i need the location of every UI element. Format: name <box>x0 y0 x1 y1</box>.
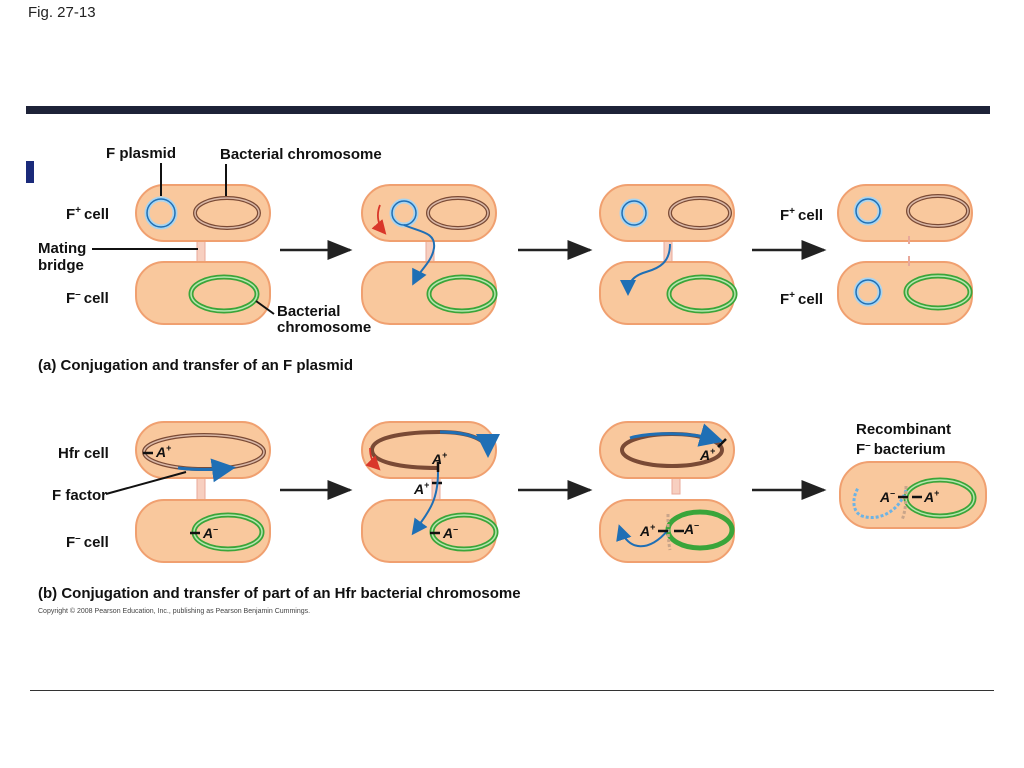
a-step4 <box>837 184 973 325</box>
label-recombinant-2: F–bacterium <box>856 440 945 458</box>
label-f-factor: F factor <box>52 487 107 504</box>
label-bacterial-chromosome-bottom-2: chromosome <box>277 319 371 336</box>
copyright-text: Copyright © 2008 Pearson Education, Inc.… <box>38 608 311 615</box>
a-step1 <box>135 184 271 325</box>
label-f-minus-cell: F–cell <box>66 289 109 307</box>
b-step3 <box>599 421 735 563</box>
gene-a-minus-1: A– <box>202 524 218 541</box>
a-step3 <box>599 184 738 325</box>
label-hfr-cell: Hfr cell <box>58 445 109 462</box>
label-f-minus-cell-b: F–cell <box>66 533 109 551</box>
b-step2 <box>361 421 500 563</box>
gene-a-plus-1: A+ <box>155 443 171 460</box>
gene-a-minus-4: A– <box>879 488 895 505</box>
gene-a-minus-2: A– <box>442 524 458 541</box>
label-recombinant-1: Recombinant <box>856 421 951 438</box>
b-step1 <box>135 421 271 563</box>
label-result-top: F+cell <box>780 206 823 224</box>
gene-a-plus-2a: A+ <box>431 450 447 467</box>
gene-a-plus-3b: A+ <box>639 522 655 539</box>
caption-panel-b: (b) Conjugation and transfer of part of … <box>38 585 521 602</box>
label-bacterial-chromosome-bottom: Bacterial <box>277 303 340 320</box>
gene-a-plus-3a: A+ <box>699 446 715 463</box>
gene-a-minus-3: A– <box>683 520 699 537</box>
label-bacterial-chromosome-top: Bacterial chromosome <box>220 146 382 163</box>
label-mating-bridge-2: bridge <box>38 257 84 274</box>
a1-top-cell <box>135 184 271 242</box>
a-step2 <box>361 184 498 325</box>
caption-panel-a: (a) Conjugation and transfer of an F pla… <box>38 357 353 374</box>
label-mating-bridge: Mating <box>38 240 86 257</box>
slide-marker <box>26 161 34 183</box>
a1-bottom-cell <box>135 261 271 325</box>
header-divider <box>26 106 990 114</box>
figure-label: Fig. 27-13 <box>28 4 96 21</box>
label-result-bottom: F+cell <box>780 290 823 308</box>
label-f-plus-cell: F+cell <box>66 205 109 223</box>
gene-a-plus-2b: A+ <box>413 480 429 497</box>
label-f-plasmid: F plasmid <box>106 145 176 162</box>
footer-divider <box>30 690 994 691</box>
gene-a-plus-4: A+ <box>923 488 939 505</box>
b-step4 <box>839 461 987 529</box>
